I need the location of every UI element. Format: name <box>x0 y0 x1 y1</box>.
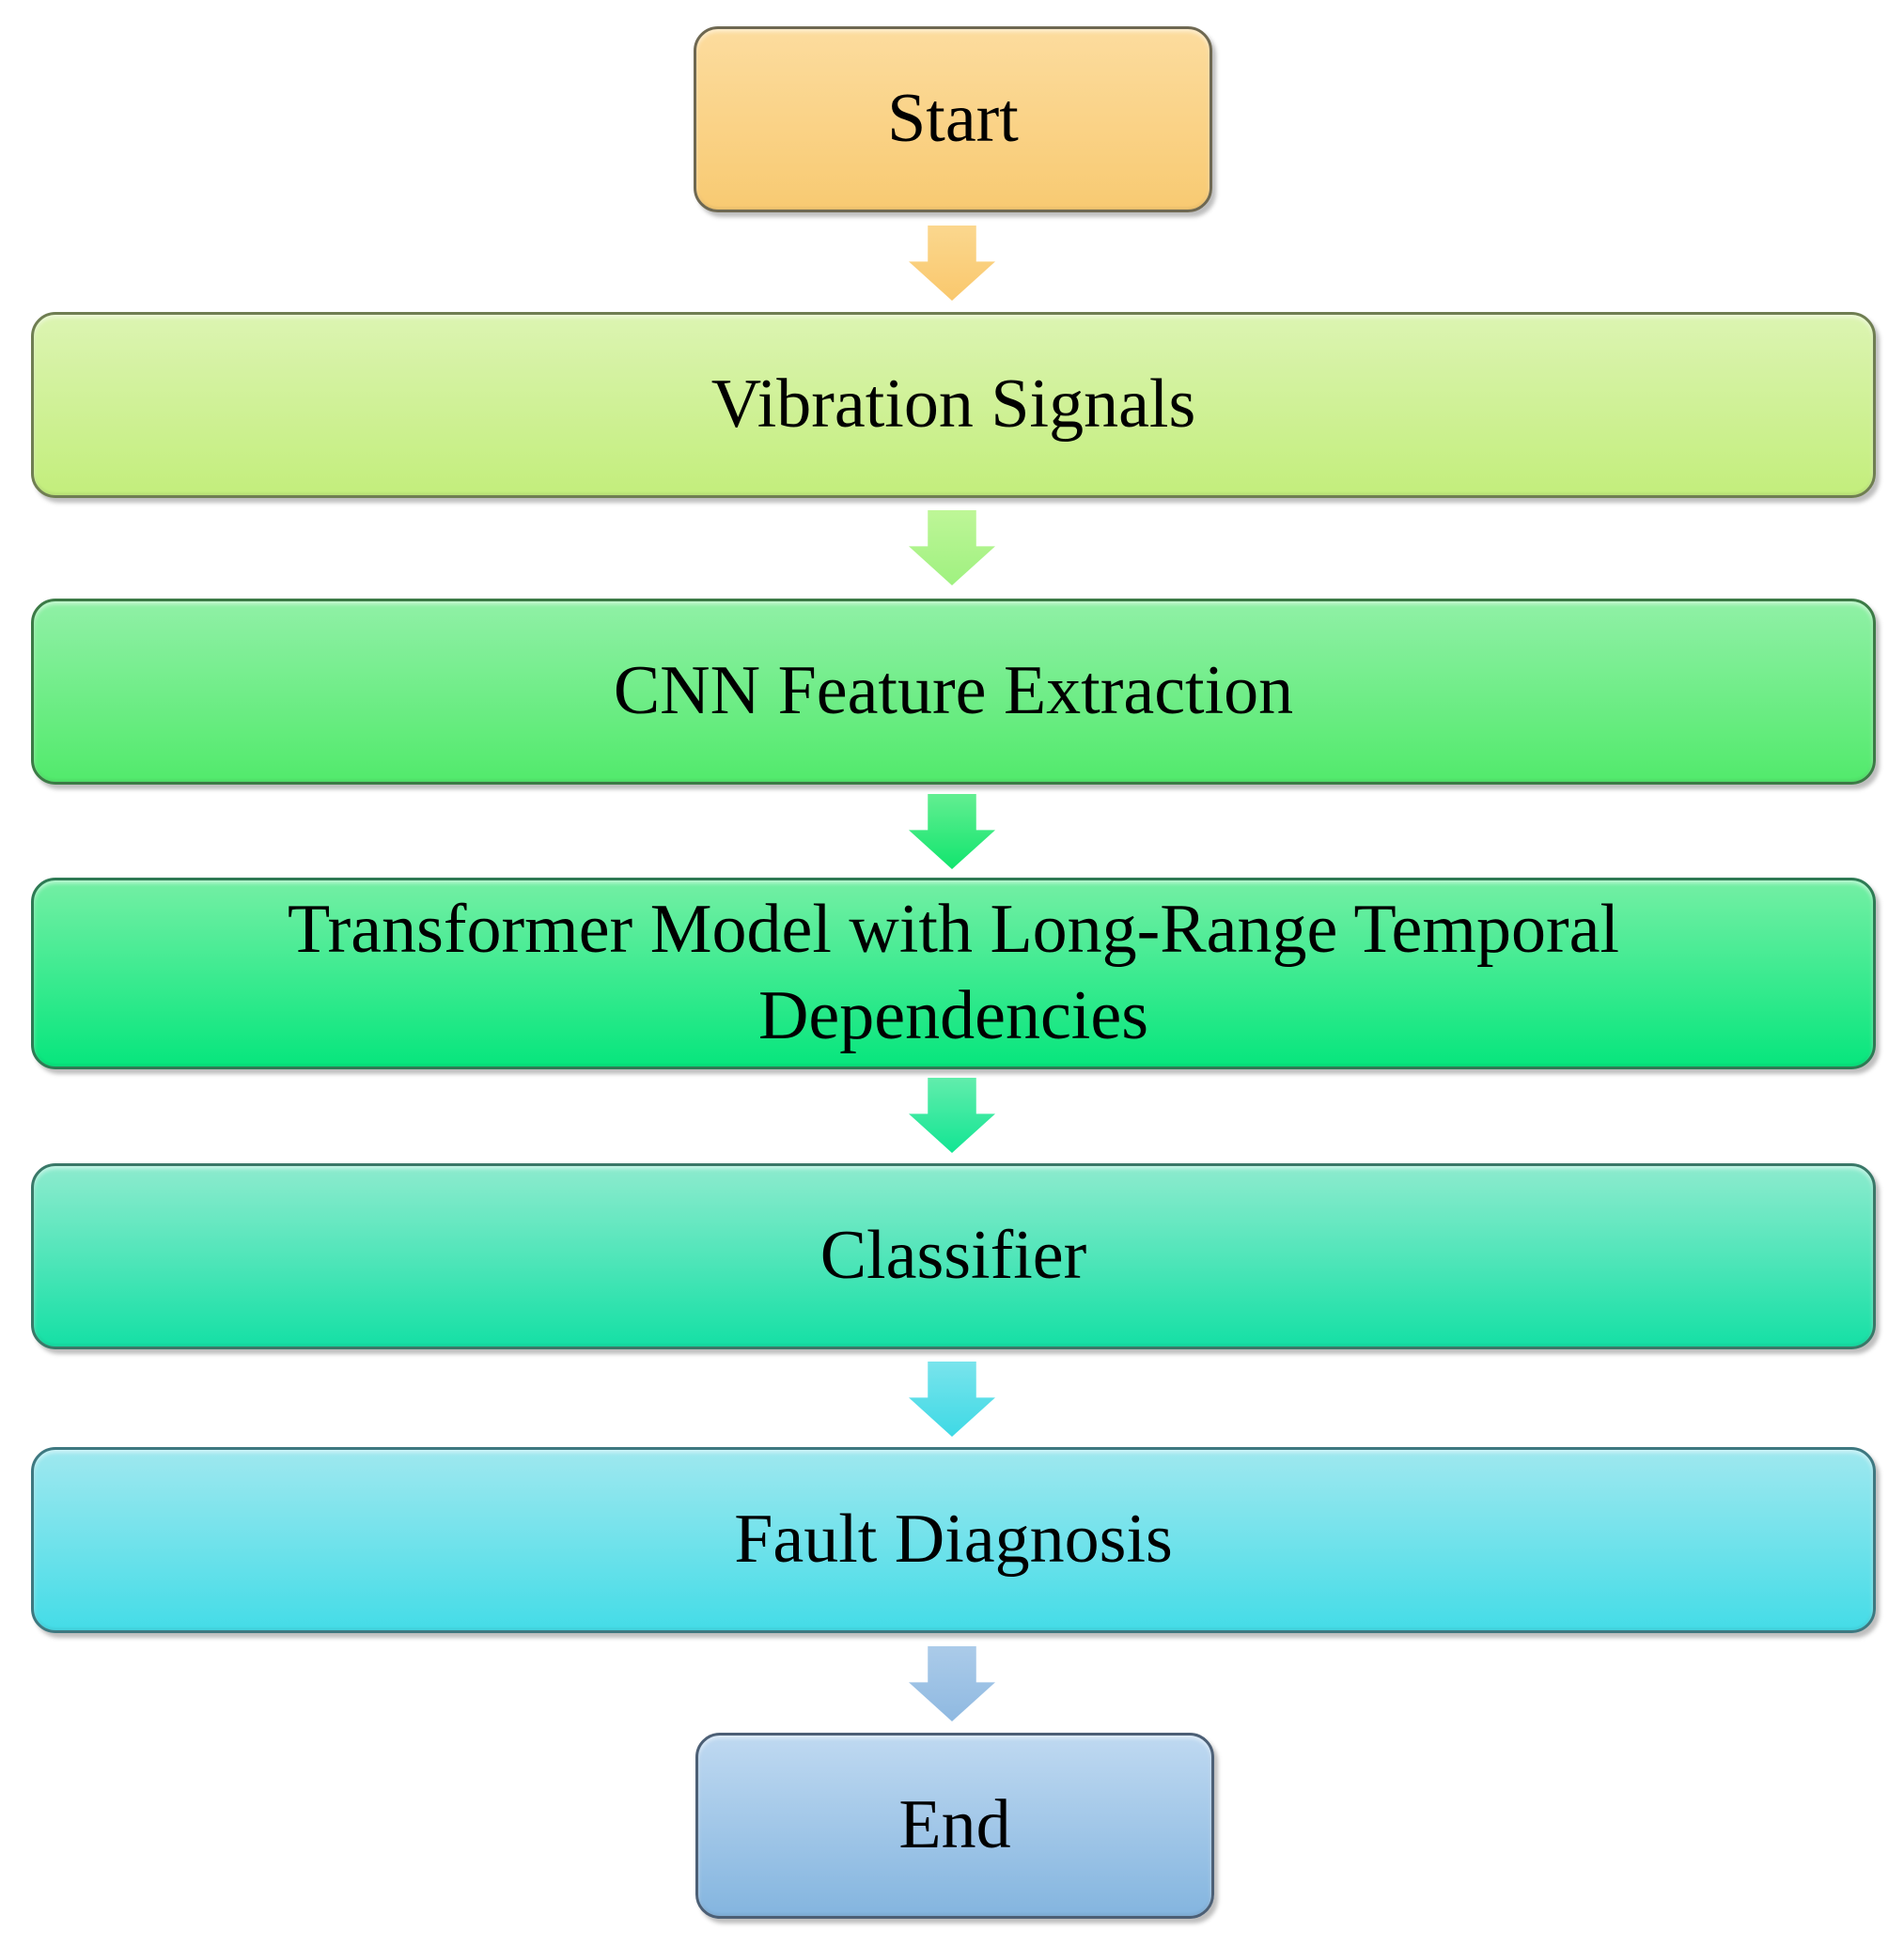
node-label-transformer-model: Transformer Model with Long-Range Tempor… <box>287 891 1620 1054</box>
down-arrow-icon <box>909 510 995 585</box>
node-label-cnn-feature-extraction: CNN Feature Extraction <box>613 652 1294 730</box>
flowchart-node-transformer-model: Transformer Model with Long-Range Tempor… <box>31 878 1876 1069</box>
flowchart-node-start: Start <box>694 26 1212 212</box>
down-arrow-icon <box>909 1362 995 1437</box>
node-label-end: End <box>898 1786 1011 1864</box>
flowchart-node-cnn-feature-extraction: CNN Feature Extraction <box>31 599 1876 785</box>
down-arrow-icon <box>909 1078 995 1153</box>
flowchart-node-classifier: Classifier <box>31 1163 1876 1349</box>
down-arrow-icon <box>909 1646 995 1721</box>
flowchart-node-fault-diagnosis: Fault Diagnosis <box>31 1447 1876 1633</box>
flowchart-node-end: End <box>695 1733 1214 1919</box>
node-label-vibration-signals: Vibration Signals <box>710 366 1196 444</box>
node-label-start: Start <box>887 80 1019 158</box>
flowchart-node-vibration-signals: Vibration Signals <box>31 312 1876 498</box>
node-label-fault-diagnosis: Fault Diagnosis <box>734 1501 1173 1579</box>
node-label-classifier: Classifier <box>819 1217 1087 1295</box>
down-arrow-icon <box>909 794 995 869</box>
down-arrow-icon <box>909 226 995 301</box>
